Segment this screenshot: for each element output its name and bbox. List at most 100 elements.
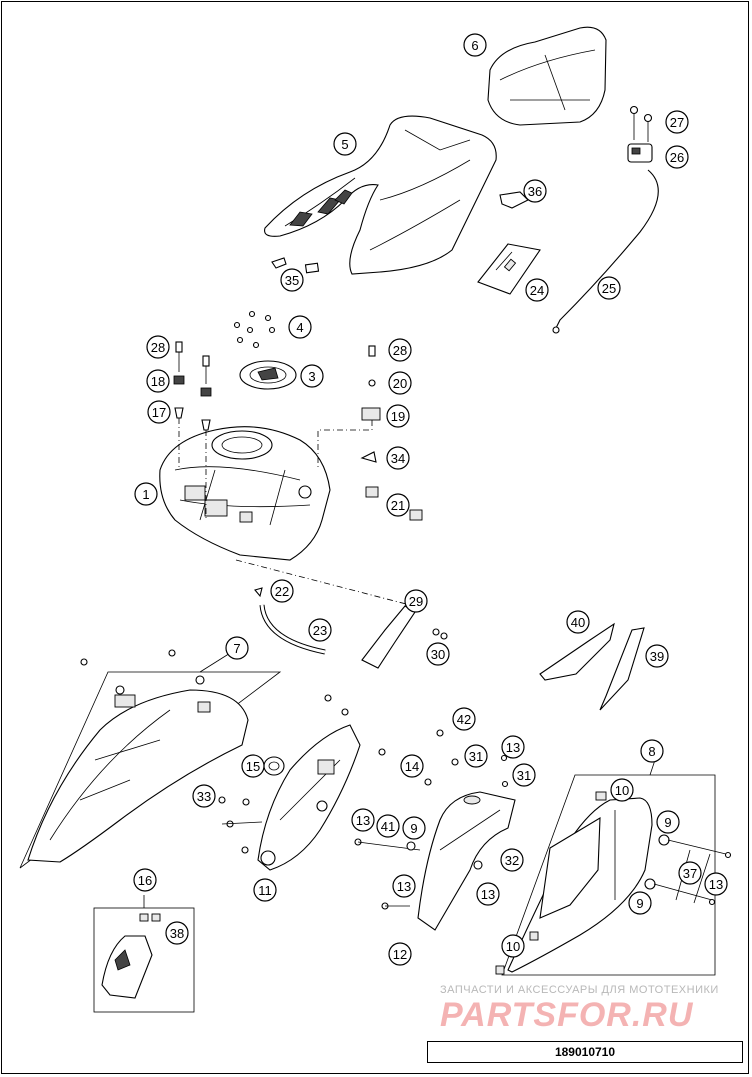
callout-13: 13 (392, 874, 416, 898)
callout-label: 28 (151, 340, 165, 355)
callout-label: 7 (233, 641, 240, 656)
callout-label: 32 (505, 853, 519, 868)
callout-label: 29 (409, 594, 423, 609)
callout-38: 38 (165, 921, 189, 945)
callout-15: 15 (241, 754, 265, 778)
cable-part-25 (552, 169, 659, 334)
callout-30: 30 (426, 642, 450, 666)
side-fairing-part-7 (27, 649, 249, 863)
callout-label: 23 (313, 623, 327, 638)
callout-31: 31 (464, 744, 488, 768)
callout-label: 14 (405, 759, 419, 774)
callout-29: 29 (404, 589, 428, 613)
callout-10: 10 (610, 778, 634, 802)
screws-part-4 (233, 310, 276, 349)
callout-label: 20 (393, 376, 407, 391)
clip-part-35 (271, 257, 320, 274)
assembly-line (235, 559, 411, 606)
callout-label: 13 (481, 887, 495, 902)
callout-14: 14 (400, 754, 424, 778)
callout-label: 25 (602, 281, 616, 296)
callout-13: 13 (704, 872, 728, 896)
callout-label: 9 (664, 815, 671, 830)
callout-label: 5 (341, 137, 348, 152)
callout-19: 19 (386, 404, 410, 428)
callout-label: 8 (648, 744, 655, 759)
callout-13: 13 (476, 882, 500, 906)
tank-bolts-right (317, 345, 423, 521)
callout-35: 35 (280, 268, 304, 292)
group-outline-8 (501, 774, 716, 976)
callout-label: 13 (397, 879, 411, 894)
hose-part-23 (254, 587, 326, 655)
tank-cap-part (239, 360, 297, 390)
callout-label: 6 (471, 38, 478, 53)
callout-label: 1 (142, 487, 149, 502)
side-fairing-part-8 (495, 791, 732, 975)
callout-7: 7 (225, 636, 249, 660)
callout-label: 30 (431, 647, 445, 662)
callout-13: 13 (501, 735, 525, 759)
callout-42: 42 (452, 707, 476, 731)
callout-18: 18 (146, 369, 170, 393)
callout-label: 35 (285, 273, 299, 288)
callout-5: 5 (333, 132, 357, 156)
pad-part-39 (599, 627, 645, 711)
callout-9: 9 (402, 816, 426, 840)
callout-17: 17 (147, 400, 171, 424)
callout-label: 18 (151, 374, 165, 389)
callout-31: 31 (512, 763, 536, 787)
pillion-seat-part (487, 26, 607, 126)
callout-label: 40 (571, 615, 585, 630)
callout-label: 15 (246, 759, 260, 774)
callout-label: 26 (670, 150, 684, 165)
callout-label: 28 (393, 343, 407, 358)
inner-cover-part-11 (218, 694, 386, 871)
seat-lock-part-26 (627, 105, 653, 163)
callout-12: 12 (388, 942, 412, 966)
callout-label: 4 (296, 320, 303, 335)
callout-label: 31 (469, 749, 483, 764)
callout-20: 20 (388, 371, 412, 395)
callout-label: 33 (197, 789, 211, 804)
callout-27: 27 (665, 110, 689, 134)
callout-label: 3 (308, 369, 315, 384)
callout-6: 6 (463, 33, 487, 57)
callout-40: 40 (566, 610, 590, 634)
callout-label: 13 (709, 877, 723, 892)
callout-16: 16 (133, 868, 157, 892)
callout-label: 9 (636, 896, 643, 911)
callout-label: 11 (258, 883, 272, 898)
callout-label: 38 (170, 926, 184, 941)
callout-26: 26 (665, 145, 689, 169)
callout-3: 3 (300, 364, 324, 388)
callout-label: 37 (683, 866, 697, 881)
fuel-tank-part (159, 426, 331, 561)
bracket-part-36 (499, 191, 529, 209)
callout-33: 33 (192, 784, 216, 808)
callout-label: 10 (615, 783, 629, 798)
callout-label: 21 (391, 498, 405, 513)
grommet-part-15 (263, 756, 285, 776)
callout-4: 4 (288, 315, 312, 339)
callout-37: 37 (678, 861, 702, 885)
callout-41: 41 (376, 814, 400, 838)
pad-part-40 (539, 622, 615, 681)
callout-36: 36 (523, 179, 547, 203)
callout-22: 22 (270, 579, 294, 603)
pouch-part-24 (477, 243, 541, 295)
callout-label: 19 (391, 409, 405, 424)
callout-label: 39 (650, 649, 664, 664)
callout-label: 31 (517, 768, 531, 783)
callout-label: 10 (506, 939, 520, 954)
callout-label: 22 (275, 584, 289, 599)
watermark-caption: ЗАПЧАСТИ И АКСЕССУАРЫ ДЛЯ МОТОТЕХНИКИ (440, 984, 719, 996)
callout-39: 39 (645, 644, 669, 668)
callout-9: 9 (656, 810, 680, 834)
inner-panel-part-12 (354, 729, 516, 931)
callout-label: 34 (391, 451, 405, 466)
callout-label: 27 (670, 115, 684, 130)
callout-1: 1 (134, 482, 158, 506)
